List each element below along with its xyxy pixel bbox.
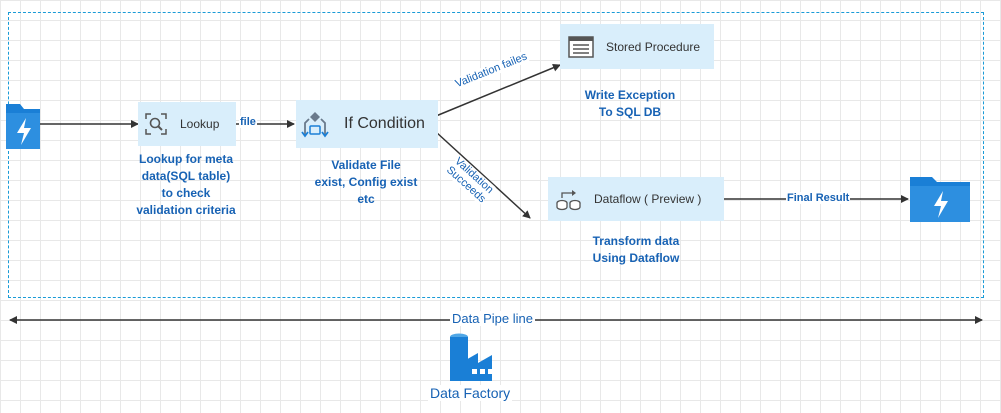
- dataflow-icon: [556, 187, 582, 211]
- stored-procedure-description: Write Exception To SQL DB: [584, 88, 676, 119]
- edge-label-file: file: [239, 116, 257, 128]
- lookup-node[interactable]: Lookup: [138, 102, 236, 146]
- dataflow-description: Transform data Using Dataflow: [592, 234, 680, 265]
- dataflow-node[interactable]: Dataflow ( Preview ): [548, 177, 724, 221]
- branch-icon: [300, 109, 330, 139]
- dataflow-label: Dataflow ( Preview ): [594, 192, 702, 206]
- edge-label-final-result: Final Result: [786, 192, 851, 204]
- data-factory-label: Data Factory: [428, 385, 513, 401]
- list-icon: [568, 35, 594, 58]
- pipeline-label: Data Pipe line: [450, 311, 535, 326]
- lookup-label: Lookup: [180, 117, 220, 131]
- if-condition-description: Validate File exist, Config exist etc: [314, 158, 418, 206]
- edge-if-to-stored-procedure: [435, 63, 561, 117]
- destination-folder-icon: [910, 174, 970, 227]
- magnifier-icon: [144, 112, 168, 136]
- stored-procedure-node[interactable]: Stored Procedure: [560, 24, 714, 69]
- if-condition-node[interactable]: If Condition: [296, 100, 438, 148]
- stored-procedure-label: Stored Procedure: [606, 39, 701, 54]
- factory-icon: [446, 333, 502, 388]
- lookup-description: Lookup for meta data(SQL table) to check…: [136, 152, 236, 217]
- if-condition-label: If Condition: [344, 115, 425, 132]
- pipeline-boundary: [8, 12, 984, 298]
- source-folder-icon: [6, 101, 40, 154]
